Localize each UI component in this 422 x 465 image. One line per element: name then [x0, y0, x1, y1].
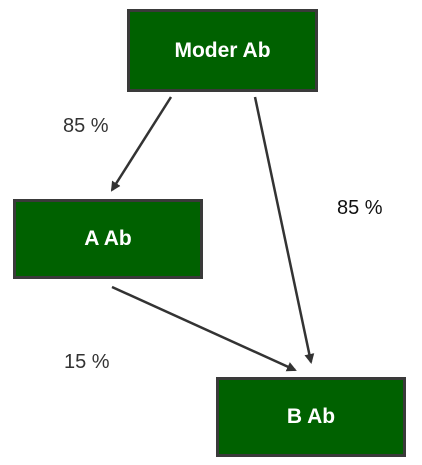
node-moder-ab-label: Moder Ab	[174, 38, 271, 62]
node-moder-ab: Moder Ab	[127, 9, 318, 92]
node-a-ab: A Ab	[13, 199, 203, 279]
edge-moder-to-a	[110, 96, 173, 192]
edge-a-to-b	[111, 285, 297, 372]
edge-label-moder-to-a: 85 %	[63, 115, 109, 137]
edge-label-a-to-b: 15 %	[64, 351, 110, 373]
node-b-ab: B Ab	[216, 377, 406, 457]
node-a-ab-label: A Ab	[84, 227, 132, 250]
node-b-ab-label: B Ab	[286, 405, 336, 428]
edge-moder-to-b	[253, 96, 315, 364]
edge-label-moder-to-b: 85 %	[337, 197, 383, 219]
